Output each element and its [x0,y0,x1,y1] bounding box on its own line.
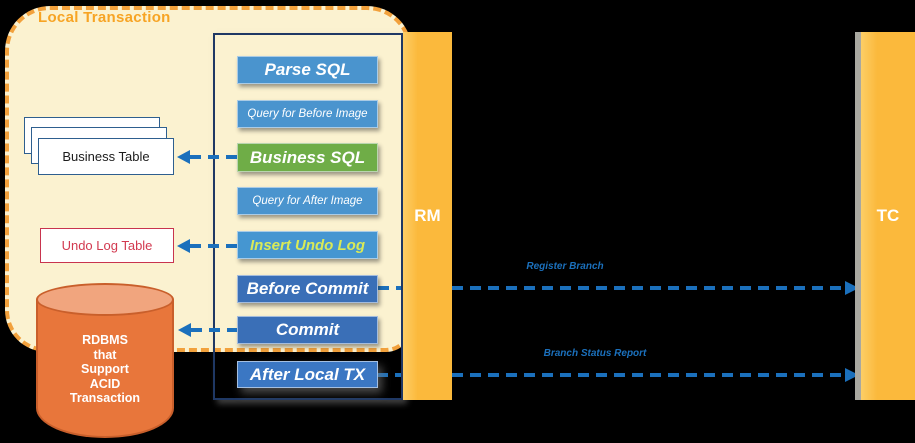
rdbms-label-line3: Support [81,362,129,376]
register-branch-label: Register Branch [526,261,604,272]
rdbms-cylinder-body [36,299,174,438]
rdbms-label: RDBMS that Support ACID Transaction [36,333,174,406]
rdbms-label-line5: Transaction [69,391,141,405]
arrow-register-branch-seg1 [378,286,403,290]
arrow-commit-head [178,323,191,337]
rm-steps-container [213,33,403,400]
local-transaction-title: Local Transaction [38,9,171,26]
step-parse-sql: Parse SQL [237,56,378,84]
arrow-branch-status-seg2 [452,373,845,377]
arrow-branch-status-seg1 [377,373,403,377]
rm-label: RM [414,206,441,225]
arrow-insert-undo-to-table [190,244,237,248]
step-query-after-image: Query for After Image [237,187,378,215]
rm-lifeline: RM [403,32,452,400]
business-table-card-front: Business Table [38,138,174,175]
rdbms-label-line1: RDBMS [82,333,128,347]
rdbms-cylinder-top [36,283,174,316]
arrow-business-sql-head [177,150,190,164]
step-before-commit: Before Commit [237,275,378,303]
tc-label: TC [876,206,900,225]
arrow-commit-to-rdbms [191,328,237,332]
undo-log-table: Undo Log Table [40,228,174,263]
step-business-sql: Business SQL [237,143,378,172]
step-commit: Commit [237,316,378,344]
arrow-insert-undo-head [177,239,190,253]
rdbms-label-line4: ACID [89,376,121,391]
step-insert-undo-log: Insert Undo Log [237,231,378,259]
branch-status-report-label: Branch Status Report [543,348,647,359]
step-query-before-image: Query for Before Image [237,100,378,128]
arrow-register-branch-seg2 [452,286,845,290]
step-after-local-tx: After Local TX [237,361,378,388]
rdbms-label-line2: that [93,347,117,362]
tc-lifeline: TC [855,32,915,400]
arrow-business-sql-to-table [190,155,237,159]
rdbms-cylinder: RDBMS that Support ACID Transaction [36,283,174,439]
business-table-label: Business Table [62,149,150,164]
